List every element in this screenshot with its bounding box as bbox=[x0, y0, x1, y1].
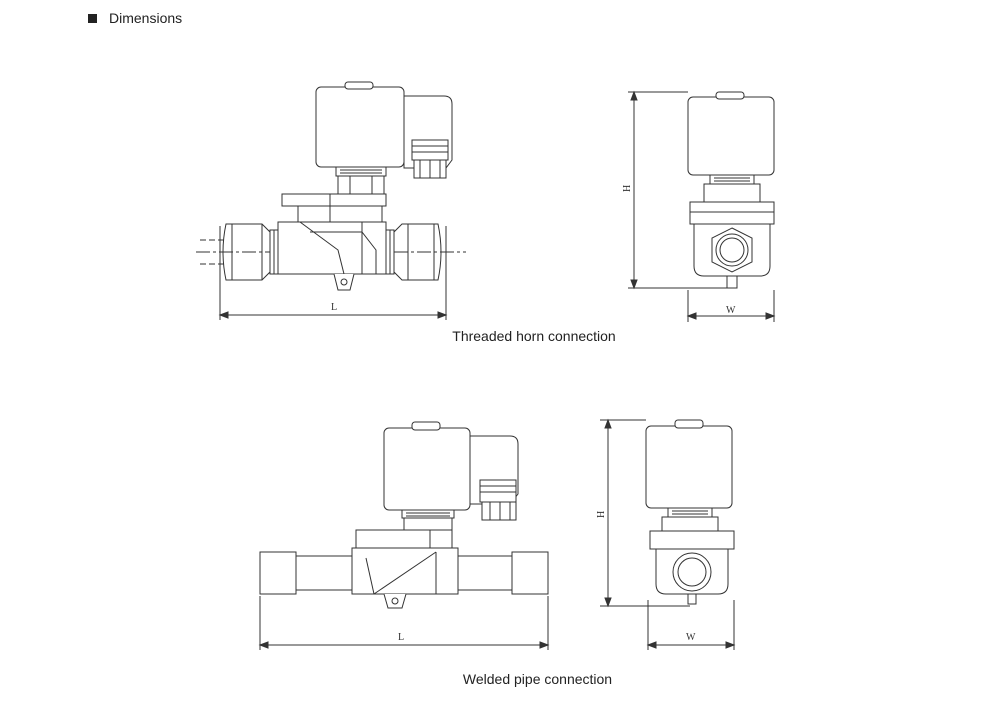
threaded-height-label: H bbox=[622, 185, 633, 192]
welded-front-view bbox=[600, 420, 734, 650]
threaded-front-view bbox=[628, 92, 774, 322]
welded-caption: Welded pipe connection bbox=[462, 671, 613, 687]
welded-width-label: W bbox=[686, 632, 696, 643]
threaded-width-label: W bbox=[726, 305, 736, 316]
section-header: Dimensions bbox=[88, 10, 182, 26]
welded-length-label: L bbox=[398, 632, 404, 643]
welded-height-label: H bbox=[596, 511, 607, 518]
threaded-side-view bbox=[196, 82, 466, 320]
section-title: Dimensions bbox=[109, 10, 183, 26]
square-bullet-icon bbox=[88, 13, 97, 23]
threaded-length-label: L bbox=[331, 302, 337, 313]
threaded-caption: Threaded horn connection bbox=[452, 328, 616, 344]
welded-side-view bbox=[260, 422, 548, 650]
